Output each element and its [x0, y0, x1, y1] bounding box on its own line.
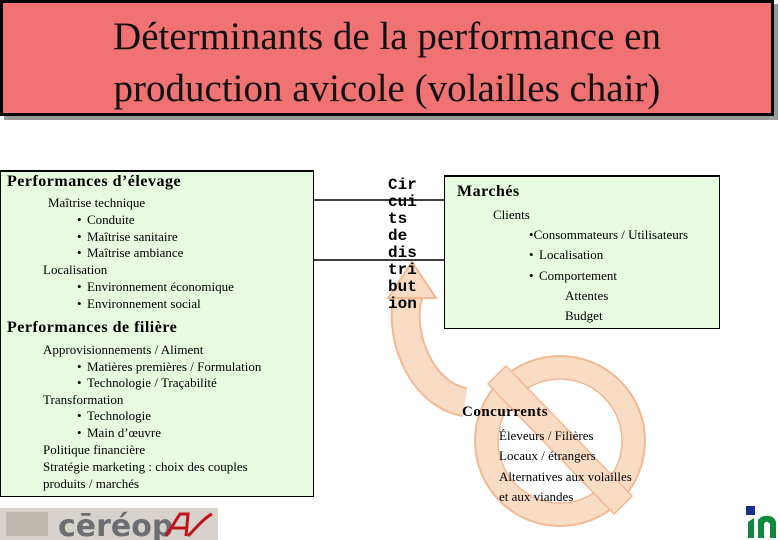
item-comportement-text: Comportement: [539, 268, 617, 283]
item-maitrise-sanitaire-text: Maîtrise sanitaire: [87, 229, 178, 244]
bullet: •: [77, 408, 82, 423]
label-strategie-marketing: Stratégie marketing : choix des couples: [43, 459, 248, 474]
item-env-economique-text: Environnement économique: [87, 279, 234, 294]
label-budget: Budget: [565, 308, 603, 323]
bullet: •: [77, 425, 82, 440]
item-main-oeuvre: • Main d’œuvre: [77, 425, 161, 441]
item-consommateurs-text: Consommateurs / Utilisateurs: [533, 227, 689, 242]
item-conduite-text: Conduite: [87, 212, 135, 227]
curved-arrow-body: [392, 285, 469, 415]
no-entry-bar: [486, 364, 634, 516]
bullet: •: [77, 279, 82, 294]
item-technologie-tracabilite: • Technologie / Traçabilité: [77, 375, 217, 391]
label-approvisionnements: Approvisionnements / Aliment: [43, 342, 204, 357]
title-banner: Déterminants de la performance en produc…: [0, 0, 774, 116]
label-alternatives: Alternatives aux volailles: [499, 469, 632, 484]
bullet: •: [77, 212, 82, 227]
label-localisation: Localisation: [43, 262, 108, 277]
bullet: •: [529, 227, 534, 242]
heading-concurrents: Concurrents: [462, 404, 549, 420]
item-env-social-text: Environnement social: [87, 296, 201, 311]
cereopa-logo-icon: cēréop: [0, 508, 218, 540]
item-consommateurs: •Consommateurs / Utilisateurs: [529, 227, 688, 243]
item-env-economique: • Environnement économique: [77, 279, 234, 295]
label-maitrise-technique: Maîtrise technique: [48, 195, 146, 210]
item-localisation: • Localisation: [529, 247, 603, 263]
bullet: •: [529, 247, 534, 262]
heading-performances-filiere: Performances de filière: [7, 319, 178, 336]
label-eleveurs-filieres: Éleveurs / Filières: [499, 428, 594, 443]
item-matieres-premieres-text: Matières premières / Formulation: [87, 359, 262, 374]
title-line-1: Déterminants de la performance en: [113, 15, 661, 58]
item-comportement: • Comportement: [529, 268, 617, 284]
ina-logo: [744, 504, 780, 540]
item-technologie: • Technologie: [77, 408, 151, 424]
bullet: •: [77, 375, 82, 390]
item-matieres-premieres: • Matières premières / Formulation: [77, 359, 261, 375]
distribution-label: Circuits de distribution: [388, 176, 417, 313]
curved-arrow-head: [386, 260, 438, 299]
item-env-social: • Environnement social: [77, 296, 201, 312]
bullet: •: [529, 268, 534, 283]
label-locaux-etrangers: Locaux / étrangers: [499, 448, 596, 463]
item-maitrise-ambiance: • Maîtrise ambiance: [77, 245, 183, 261]
label-produits-marches: produits / marchés: [43, 476, 140, 491]
label-transformation: Transformation: [43, 392, 124, 407]
item-maitrise-ambiance-text: Maîtrise ambiance: [87, 245, 184, 260]
label-viandes: et aux viandes: [499, 489, 574, 504]
item-conduite: • Conduite: [77, 212, 135, 228]
performance-panel: Performances d’élevage Maîtrise techniqu…: [0, 170, 314, 497]
cereopa-logo: cēréop: [0, 508, 218, 540]
heading-performances-elevage: Performances d’élevage: [7, 173, 182, 190]
label-clients: Clients: [493, 207, 530, 222]
markets-panel: Marchés Clients •Consommateurs / Utilisa…: [444, 175, 720, 329]
bullet: •: [77, 359, 82, 374]
ina-logo-icon: [744, 504, 780, 540]
label-politique-financiere: Politique financière: [43, 442, 146, 457]
title-line-2: production avicole (volailles chair): [113, 67, 661, 110]
item-localisation-text: Localisation: [539, 247, 604, 262]
svg-text:cēréop: cēréop: [58, 509, 173, 540]
item-technologie-text: Technologie: [87, 408, 152, 423]
bullet: •: [77, 229, 82, 244]
item-maitrise-sanitaire: • Maîtrise sanitaire: [77, 229, 178, 245]
label-attentes: Attentes: [565, 288, 609, 303]
bullet: •: [77, 296, 82, 311]
bullet: •: [77, 245, 82, 260]
item-main-oeuvre-text: Main d’œuvre: [87, 425, 162, 440]
item-technologie-tracabilite-text: Technologie / Traçabilité: [87, 375, 217, 390]
heading-marches: Marchés: [457, 183, 520, 200]
